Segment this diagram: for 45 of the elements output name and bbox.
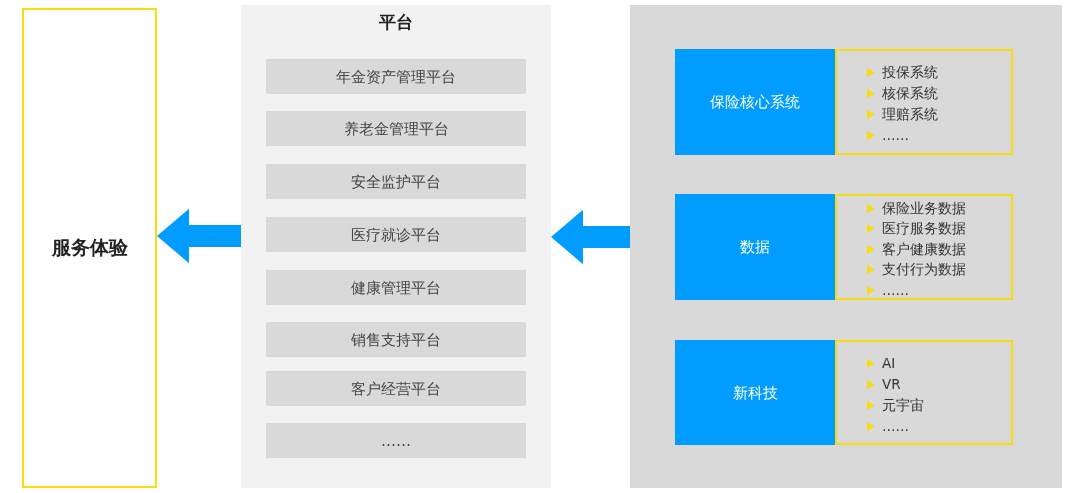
platform-label: 养老金管理平台 bbox=[342, 119, 450, 138]
category-label: 保险核心系统 bbox=[709, 92, 801, 112]
block-arrow bbox=[551, 209, 630, 265]
platform-label: 健康管理平台 bbox=[350, 278, 442, 297]
item-list-box bbox=[835, 49, 1013, 155]
list-item-text: …… bbox=[882, 126, 909, 145]
platform-item-box bbox=[266, 322, 526, 357]
platform-item-box bbox=[266, 164, 526, 199]
platform-panel bbox=[241, 5, 551, 488]
list-item-text: 支付行为数据 bbox=[882, 260, 966, 280]
category-box bbox=[675, 340, 835, 445]
list-item-text: 客户健康数据 bbox=[882, 239, 966, 259]
category-box bbox=[675, 194, 835, 300]
list-item-text: 理赔系统 bbox=[882, 105, 938, 124]
list-item-text: …… bbox=[882, 280, 909, 300]
platform-item-box bbox=[266, 423, 526, 458]
platform-label: 安全监护平台 bbox=[350, 172, 442, 191]
list-item-text: 核保系统 bbox=[882, 84, 938, 103]
block-arrow bbox=[157, 208, 241, 264]
platform-item-box bbox=[266, 111, 526, 146]
platform-label: 销售支持平台 bbox=[350, 330, 442, 349]
platform-item-box bbox=[266, 371, 526, 406]
list-item-text: 元宇宙 bbox=[882, 395, 924, 415]
systems-panel bbox=[630, 5, 1062, 488]
node-label: 服务体验 bbox=[50, 235, 129, 260]
category-box bbox=[675, 49, 835, 155]
platform-item-box bbox=[266, 59, 526, 94]
list-item-text: 保险业务数据 bbox=[882, 198, 966, 218]
list-item-text: …… bbox=[882, 416, 909, 436]
list-item-text: 医疗服务数据 bbox=[882, 219, 966, 239]
list-item-text: VR bbox=[882, 374, 901, 394]
platform-item-box bbox=[266, 270, 526, 305]
panel-title: 平台 bbox=[378, 11, 414, 34]
service-experience-box bbox=[22, 8, 157, 488]
platform-label: 客户经营平台 bbox=[350, 379, 442, 398]
list-item-text: AI bbox=[882, 353, 896, 373]
platform-label: 医疗就诊平台 bbox=[350, 225, 442, 244]
item-list-box bbox=[835, 340, 1013, 445]
category-label: 数据 bbox=[739, 237, 771, 257]
platform-label: …… bbox=[380, 431, 412, 450]
platform-label: 年金资产管理平台 bbox=[335, 67, 457, 86]
item-list-box bbox=[835, 194, 1013, 300]
platform-item-box bbox=[266, 217, 526, 252]
category-label: 新科技 bbox=[731, 383, 779, 402]
list-item-text: 投保系统 bbox=[882, 63, 938, 82]
